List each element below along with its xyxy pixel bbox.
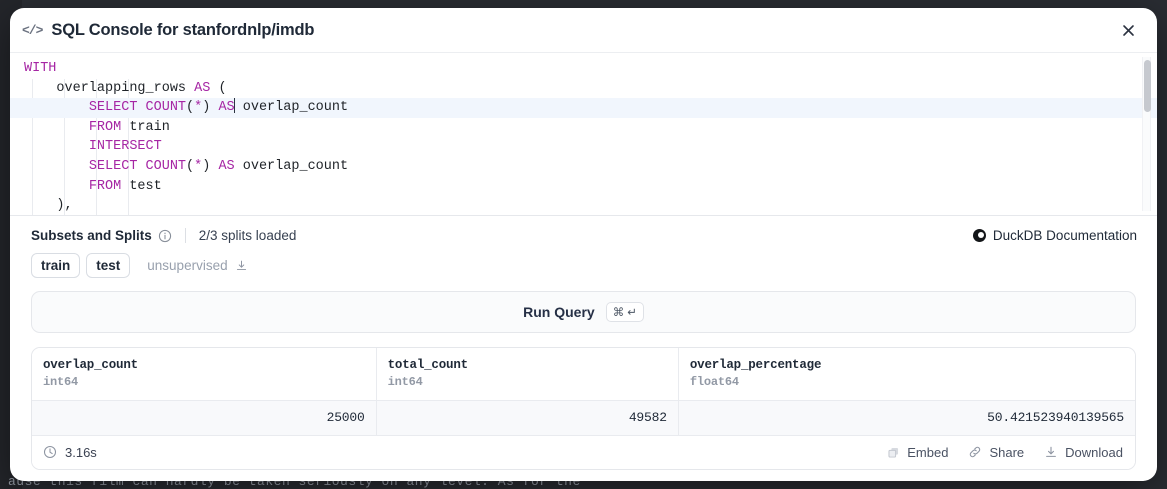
link-icon [968, 445, 982, 459]
sql-code-line[interactable]: FROM test [10, 177, 1157, 197]
table-cell: 25000 [32, 400, 377, 435]
text-cursor [234, 98, 236, 114]
results-footer-actions: Embed Share Download [887, 445, 1123, 460]
table-cell: 50.421523940139565 [678, 400, 1135, 435]
table-cell: 49582 [376, 400, 679, 435]
sql-text: ) [202, 158, 219, 174]
split-pill-test[interactable]: test [86, 253, 131, 278]
sql-editor[interactable]: WITH overlapping_rows AS ( SELECT COUNT(… [10, 52, 1157, 216]
sql-text: test [121, 178, 162, 194]
sql-keyword: AS [194, 80, 211, 96]
sql-keyword: WITH [24, 61, 57, 76]
column-type: float64 [689, 375, 739, 389]
split-pill-train[interactable]: train [31, 253, 81, 278]
run-query-button[interactable]: Run Query ⌘ ↵ [31, 291, 1136, 333]
sql-text: overlapping_rows [24, 80, 195, 96]
split-pills-row: train test unsupervised [10, 243, 1157, 278]
sql-console-modal: </> SQL Console for stanfordnlp/imdb WIT… [10, 8, 1157, 481]
sql-text [24, 179, 89, 194]
code-tag-icon: </> [22, 22, 43, 38]
sql-code-lines[interactable]: WITH overlapping_rows AS ( SELECT COUNT(… [10, 59, 1157, 215]
column-name: total_count [387, 358, 469, 372]
footer-action-label: Download [1065, 444, 1123, 460]
results-footer: 3.16s Embed Share Download [32, 434, 1135, 469]
sql-keyword: AS [218, 158, 235, 174]
results-column-header[interactable]: total_count int64 [376, 348, 679, 401]
sql-text: train [121, 119, 170, 135]
footer-action-share[interactable]: Share [968, 445, 1024, 460]
column-type: int64 [387, 375, 423, 389]
sql-code-area[interactable]: WITH overlapping_rows AS ( SELECT COUNT(… [10, 53, 1157, 215]
query-duration: 3.16s [43, 445, 97, 460]
shortcut-enter-key: ↵ [627, 307, 637, 319]
sql-keyword: * [194, 100, 203, 116]
split-pill-unsupervised[interactable]: unsupervised [136, 253, 257, 278]
subsets-label: Subsets and Splits [31, 228, 152, 243]
sql-text: overlap_count [234, 100, 349, 116]
editor-scroll-thumb[interactable] [1144, 60, 1151, 112]
split-pill-label: test [96, 258, 121, 273]
shortcut-meta-key: ⌘ [612, 307, 625, 319]
splits-loaded-status: 2/3 splits loaded [198, 228, 297, 243]
sql-keyword: * [194, 158, 203, 174]
sql-keyword: FROM [88, 119, 122, 135]
sql-text [24, 139, 89, 154]
sql-code-line[interactable]: SELECT COUNT(*) AS overlap_count [10, 157, 1157, 177]
divider [184, 228, 186, 243]
sql-code-line[interactable]: SELECT COUNT(*) AS overlap_count [10, 98, 1157, 118]
footer-action-label: Embed [907, 444, 949, 460]
copy-icon [887, 446, 900, 459]
sql-code-line[interactable]: overlapping_rows AS ( [10, 79, 1157, 99]
column-type: int64 [43, 375, 79, 389]
sql-text: overlap_count [234, 158, 349, 174]
sql-text: ), [24, 198, 73, 214]
close-icon[interactable] [1117, 19, 1139, 41]
sql-text: ( [210, 80, 227, 96]
sql-text: ( [186, 100, 195, 116]
page-title: SQL Console for stanfordnlp/imdb [51, 20, 315, 39]
sql-code-line[interactable]: ), [10, 196, 1157, 215]
duckdb-logo-icon [972, 229, 986, 242]
sql-code-line[interactable]: INTERSECT [10, 137, 1157, 157]
column-name: overlap_percentage [689, 358, 822, 372]
sql-text [24, 159, 89, 174]
footer-action-label: Share [989, 444, 1025, 460]
sql-keyword: SELECT COUNT [88, 158, 187, 174]
sql-text [24, 120, 89, 135]
run-query-label: Run Query [523, 304, 595, 320]
results-column-header[interactable]: overlap_count int64 [32, 348, 377, 401]
subsets-and-splits-bar: Subsets and Splits 2/3 splits loaded Duc… [10, 216, 1157, 243]
info-circle-icon[interactable] [158, 229, 172, 243]
footer-action-download[interactable]: Download [1044, 445, 1123, 460]
results-column-header[interactable]: overlap_percentage float64 [678, 348, 1135, 401]
query-duration-label: 3.16s [65, 444, 97, 460]
run-query-shortcut: ⌘ ↵ [605, 302, 644, 322]
editor-vertical-scrollbar[interactable] [1142, 57, 1151, 211]
sql-keyword: INTERSECT [88, 139, 162, 155]
download-icon[interactable] [235, 259, 248, 272]
sql-keyword: AS [218, 100, 235, 116]
split-pill-label: unsupervised [147, 258, 228, 273]
sql-keyword: SELECT COUNT [88, 100, 187, 116]
footer-action-embed[interactable]: Embed [887, 445, 948, 460]
modal-header: </> SQL Console for stanfordnlp/imdb [10, 8, 1157, 52]
split-pill-label: train [41, 258, 71, 273]
sql-text: ) [202, 100, 219, 116]
download-icon [1044, 445, 1058, 459]
duckdb-documentation-link[interactable]: DuckDB Documentation [972, 228, 1137, 243]
duckdb-documentation-label: DuckDB Documentation [992, 228, 1137, 243]
clock-icon [43, 445, 57, 459]
sql-code-line[interactable]: FROM train [10, 118, 1157, 138]
sql-text [24, 100, 89, 115]
sql-text: ( [186, 158, 195, 174]
column-name: overlap_count [43, 358, 138, 372]
sql-code-line[interactable]: WITH [10, 59, 1157, 79]
sql-keyword: FROM [88, 178, 122, 194]
